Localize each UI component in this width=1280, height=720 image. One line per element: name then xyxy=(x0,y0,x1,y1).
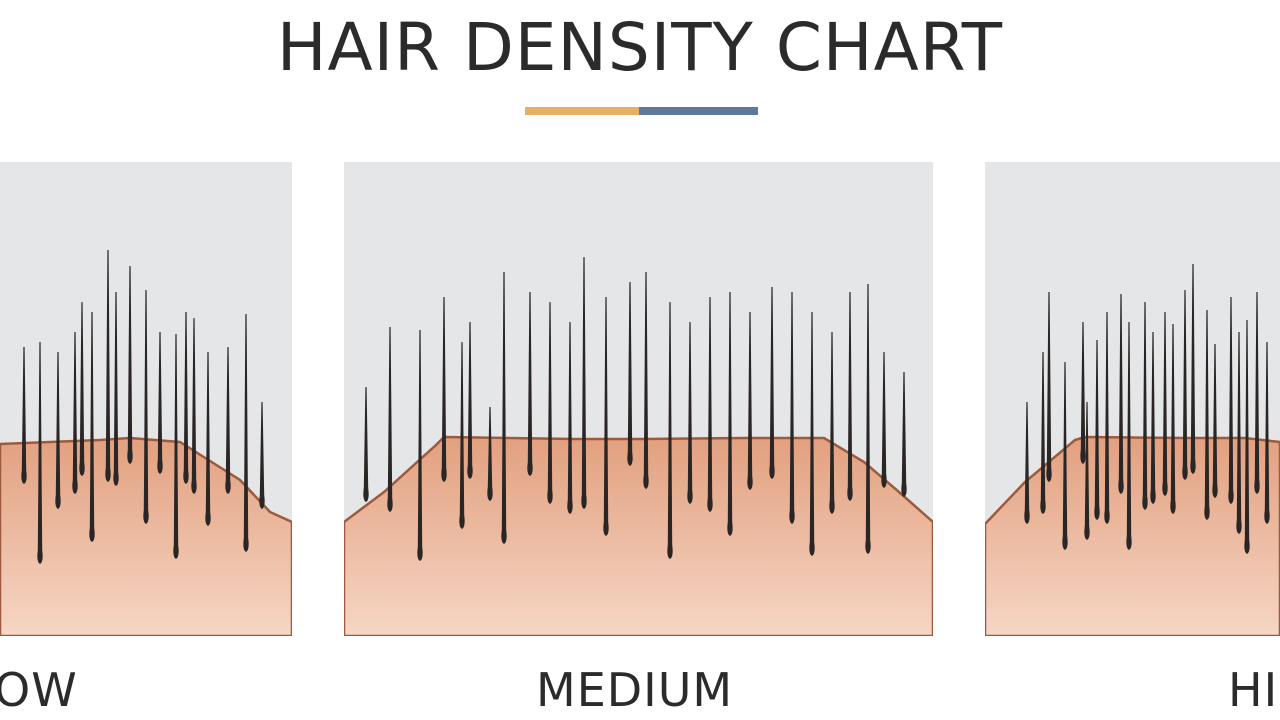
hair-strand xyxy=(1118,294,1124,494)
hair-strand xyxy=(769,287,775,479)
hair-strand xyxy=(37,342,43,564)
title-underline-left xyxy=(525,107,639,115)
hair-strand xyxy=(1094,340,1100,520)
label-high: HI xyxy=(1228,663,1279,717)
hair-strand xyxy=(205,352,211,526)
hair-strand xyxy=(1182,290,1188,480)
hair-strand xyxy=(1170,324,1176,514)
hair-strand xyxy=(667,302,673,559)
hair-strand xyxy=(643,272,649,489)
hair-strand xyxy=(72,332,78,494)
hair-strand xyxy=(1150,332,1156,504)
hair-strand xyxy=(1244,320,1250,554)
hair-strand xyxy=(387,327,393,512)
hair-strand xyxy=(881,352,887,488)
hair-strand xyxy=(865,284,871,554)
hair-strand xyxy=(157,332,163,474)
hair-strand xyxy=(259,402,265,509)
hair-strand xyxy=(1264,342,1270,524)
hair-strand xyxy=(1190,264,1196,474)
hair-strand xyxy=(1162,312,1168,496)
panel-low xyxy=(0,162,292,636)
hair-strand xyxy=(1228,297,1234,504)
hair-strand xyxy=(105,250,111,482)
hair-strand xyxy=(809,312,815,556)
hair-strand xyxy=(547,302,553,504)
hair-strand xyxy=(603,297,609,536)
hair-strand xyxy=(1126,322,1132,550)
scalp-illustration-low xyxy=(0,162,292,636)
hair-strand xyxy=(173,334,179,559)
hair-strand xyxy=(1046,292,1052,482)
scalp-illustration-medium xyxy=(344,162,933,636)
scalp-illustration-high xyxy=(985,162,1280,636)
hair-strand xyxy=(901,372,907,497)
hair-strand xyxy=(1040,352,1046,514)
hair-strand xyxy=(847,292,853,501)
hair-strand xyxy=(627,282,633,466)
hair-strand xyxy=(441,297,447,482)
hair-strand xyxy=(1254,292,1260,494)
label-low: OW xyxy=(0,663,78,717)
hair-strand xyxy=(183,312,189,484)
hair-strand xyxy=(487,407,493,501)
hair-strand xyxy=(89,312,95,542)
hair-strand xyxy=(1236,332,1242,534)
hair-strand xyxy=(1142,302,1148,510)
hair-strand xyxy=(687,322,693,504)
hair-strand xyxy=(1080,322,1086,464)
hair-strand xyxy=(363,387,369,502)
hair-strand xyxy=(707,297,713,512)
panel-high xyxy=(985,162,1280,636)
hair-strand xyxy=(1024,402,1030,524)
hair-strand xyxy=(79,302,85,476)
hair-strand xyxy=(501,272,507,544)
chart-title: HAIR DENSITY CHART xyxy=(276,9,1004,86)
hair-strand xyxy=(829,332,835,514)
hair-strand xyxy=(113,292,119,486)
panel-medium xyxy=(344,162,933,636)
hair-strand xyxy=(747,312,753,490)
hair-strand xyxy=(1062,362,1068,550)
hair-strand xyxy=(143,290,149,524)
hair-strand xyxy=(55,352,61,509)
hair-strand xyxy=(789,292,795,524)
hair-strand xyxy=(527,292,533,476)
hair-strand xyxy=(127,266,133,464)
hair-strand xyxy=(581,257,587,509)
hair-strand xyxy=(1084,402,1090,540)
hair-strand xyxy=(225,347,231,494)
label-medium: MEDIUM xyxy=(536,663,734,717)
hair-strand xyxy=(1204,310,1210,520)
hair-strand xyxy=(467,322,473,479)
hair-strand xyxy=(459,342,465,529)
hair-strand xyxy=(243,314,249,552)
hair-strand xyxy=(1104,312,1110,524)
hair-strand xyxy=(727,292,733,536)
hair-strand xyxy=(191,318,197,494)
hair-strand xyxy=(21,347,27,484)
hair-strand xyxy=(567,322,573,514)
title-underline-right xyxy=(639,107,758,115)
hair-strand xyxy=(1212,344,1218,498)
scalp-skin xyxy=(344,435,933,636)
hair-strand xyxy=(417,330,423,561)
